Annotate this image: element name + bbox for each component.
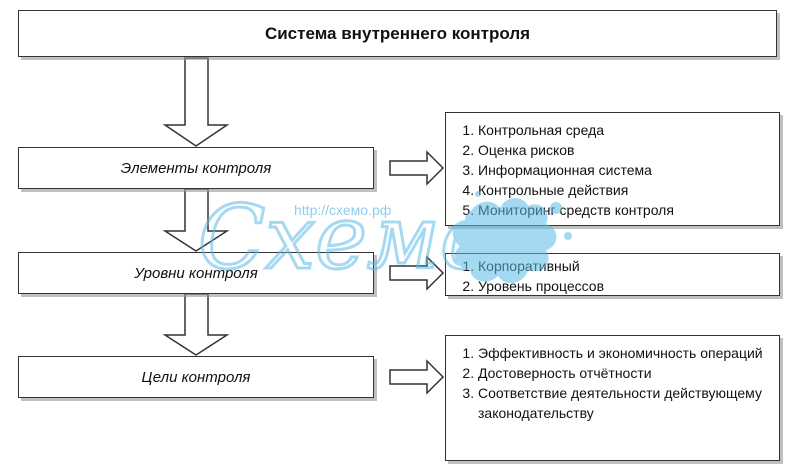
right-arrow-goals — [389, 359, 445, 395]
down-arrow-title-to-elements — [162, 57, 230, 147]
list-item: Уровень процессов — [478, 276, 769, 296]
down-arrow-levels-to-goals — [162, 293, 230, 356]
list-item: Контрольная среда — [478, 120, 769, 140]
levels-label: Уровни контроля — [134, 264, 258, 282]
elements-label: Элементы контроля — [120, 159, 272, 177]
levels-list-box: Корпоративный Уровень процессов — [445, 253, 780, 296]
system-title-box: Система внутреннего контроля — [18, 10, 777, 57]
list-item: Информационная система — [478, 160, 769, 180]
goals-box: Цели контроля — [18, 356, 374, 398]
down-arrow-elements-to-levels — [162, 188, 230, 252]
watermark-url: http://схемо.рф — [294, 202, 392, 218]
elements-box: Элементы контроля — [18, 147, 374, 189]
list-item: Корпоративный — [478, 256, 769, 276]
elements-list-box: Контрольная среда Оценка рисков Информац… — [445, 112, 780, 226]
levels-list: Корпоративный Уровень процессов — [456, 256, 769, 296]
list-item: Оценка рисков — [478, 140, 769, 160]
goals-list-box: Эффективность и экономичность операций Д… — [445, 335, 780, 461]
system-title: Система внутреннего контроля — [264, 23, 531, 43]
right-arrow-levels — [389, 255, 445, 291]
goals-label: Цели контроля — [141, 368, 251, 386]
list-item: Соответствие деятельности действующему з… — [478, 383, 769, 423]
list-item: Эффективность и экономичность операций — [478, 343, 769, 363]
list-item: Контрольные действия — [478, 180, 769, 200]
goals-list: Эффективность и экономичность операций Д… — [456, 343, 769, 423]
list-item: Мониторинг средств контроля — [478, 200, 769, 220]
elements-list: Контрольная среда Оценка рисков Информац… — [456, 120, 769, 220]
right-arrow-elements — [389, 150, 445, 186]
levels-box: Уровни контроля — [18, 252, 374, 294]
list-item: Достоверность отчётности — [478, 363, 769, 383]
